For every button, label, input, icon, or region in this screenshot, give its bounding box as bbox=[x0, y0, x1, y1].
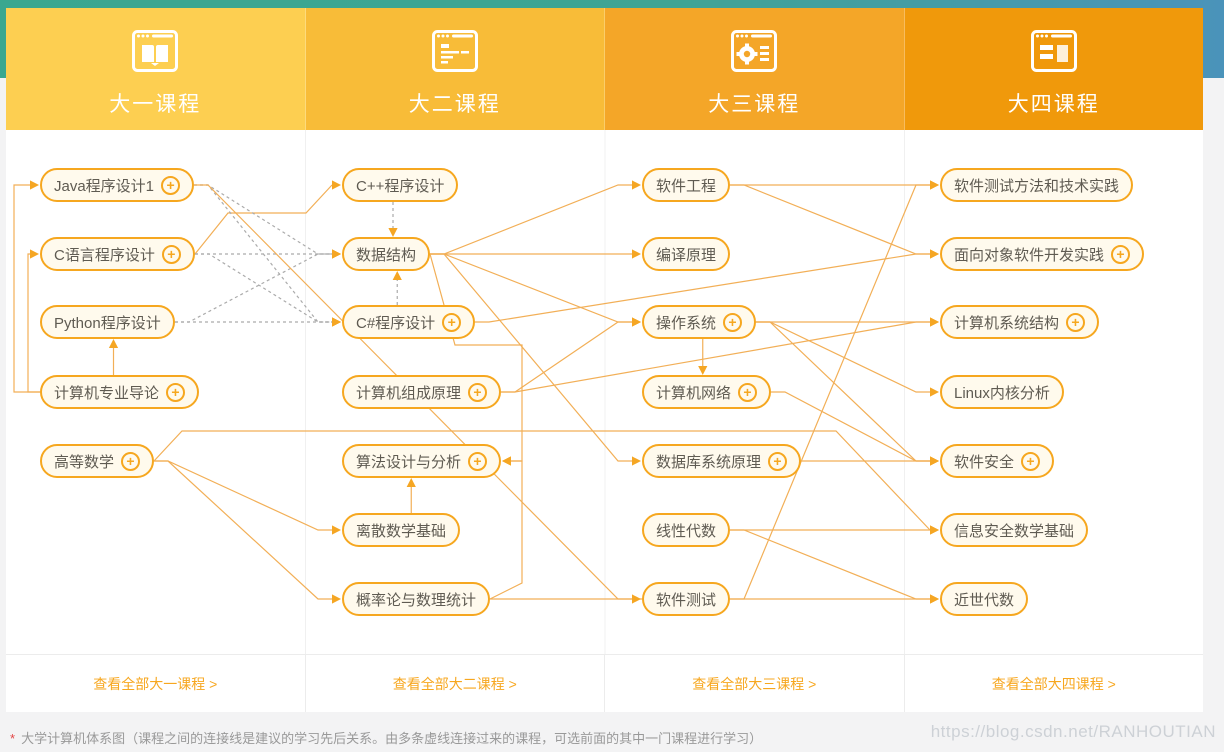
diagram-caption: * 大学计算机体系图（课程之间的连接线是建议的学习先后关系。由多条虚线连接过来的课… bbox=[10, 728, 762, 747]
plus-icon[interactable]: + bbox=[1066, 312, 1086, 332]
header-title: 大二课程 bbox=[408, 93, 501, 116]
course-node-compiler[interactable]: 编译原理 bbox=[642, 237, 731, 271]
plus-icon[interactable]: + bbox=[161, 244, 181, 264]
year-header-row: 大一课程 大二课程 大三课程 大四课程 bbox=[6, 8, 1203, 130]
course-node-discrete[interactable]: 离散数学基础 bbox=[342, 513, 461, 547]
course-label: 计算机网络 bbox=[656, 384, 732, 402]
course-node-database[interactable]: 数据库系统原理 + bbox=[642, 444, 802, 478]
course-label: C#程序设计 bbox=[356, 314, 436, 332]
plus-icon[interactable]: + bbox=[723, 312, 743, 332]
course-label: 高等数学 bbox=[54, 453, 115, 471]
course-node-oop-practice[interactable]: 面向对象软件开发实践 + bbox=[940, 237, 1145, 271]
course-node-cpp[interactable]: C++程序设计 bbox=[342, 168, 459, 202]
view-all-link-year-3[interactable]: 查看全部大三课程 > bbox=[692, 675, 817, 692]
course-node-comp-arch[interactable]: 计算机系统结构 + bbox=[940, 305, 1100, 339]
course-node-network[interactable]: 计算机网络 + bbox=[642, 375, 772, 409]
book-icon bbox=[132, 28, 179, 74]
view-all-link-year-2[interactable]: 查看全部大二课程 > bbox=[392, 675, 517, 692]
view-all-link-year-4[interactable]: 查看全部大四课程 > bbox=[991, 675, 1116, 692]
course-label: 算法设计与分析 bbox=[356, 453, 462, 471]
course-label: 信息安全数学基础 bbox=[954, 522, 1075, 540]
course-node-soft-test[interactable]: 软件测试 bbox=[642, 582, 731, 616]
course-node-prob-stats[interactable]: 概率论与数理统计 bbox=[342, 582, 491, 616]
course-node-algo[interactable]: 算法设计与分析 + bbox=[342, 444, 502, 478]
course-node-java1[interactable]: Java程序设计1 + bbox=[40, 168, 195, 202]
plus-icon[interactable]: + bbox=[166, 382, 186, 402]
course-label: 操作系统 bbox=[656, 314, 717, 332]
course-label: 编译原理 bbox=[656, 246, 717, 264]
header-tab-year-1[interactable]: 大一课程 bbox=[6, 8, 306, 130]
course-node-intro-cs[interactable]: 计算机专业导论 + bbox=[40, 375, 200, 409]
plus-icon[interactable]: + bbox=[442, 312, 462, 332]
course-label: Linux内核分析 bbox=[954, 384, 1050, 402]
course-node-modern-alg[interactable]: 近世代数 bbox=[940, 582, 1029, 616]
course-label: 软件安全 bbox=[954, 453, 1015, 471]
plus-icon[interactable]: + bbox=[121, 451, 141, 471]
gear-icon bbox=[731, 28, 778, 74]
course-node-adv-math[interactable]: 高等数学 + bbox=[40, 444, 155, 478]
document-icon bbox=[431, 28, 478, 74]
footer-cell-year-4: 查看全部大四课程 > bbox=[905, 655, 1204, 712]
plus-icon[interactable]: + bbox=[738, 382, 758, 402]
course-node-csharp[interactable]: C#程序设计 + bbox=[342, 305, 476, 339]
course-node-soft-sec[interactable]: 软件安全 + bbox=[940, 444, 1055, 478]
course-node-infosec-math[interactable]: 信息安全数学基础 bbox=[940, 513, 1089, 547]
course-label: 数据结构 bbox=[356, 246, 417, 264]
plus-icon[interactable]: + bbox=[768, 451, 788, 471]
course-node-soft-eng[interactable]: 软件工程 bbox=[642, 168, 731, 202]
caption-text: 大学计算机体系图（课程之间的连接线是建议的学习先后关系。由多条虚线连接过来的课程… bbox=[21, 731, 763, 746]
footer-cell-year-3: 查看全部大三课程 > bbox=[605, 655, 905, 712]
header-title: 大一课程 bbox=[109, 93, 202, 116]
course-node-c-lang[interactable]: C语言程序设计 + bbox=[40, 237, 195, 271]
header-tab-year-2[interactable]: 大二课程 bbox=[305, 8, 605, 130]
course-label: C++程序设计 bbox=[356, 177, 445, 195]
plus-icon[interactable]: + bbox=[161, 175, 181, 195]
course-label: 计算机组成原理 bbox=[356, 384, 462, 402]
course-node-data-struct[interactable]: 数据结构 bbox=[342, 237, 431, 271]
course-node-linux-kernel[interactable]: Linux内核分析 bbox=[940, 375, 1064, 409]
course-label: 面向对象软件开发实践 bbox=[954, 246, 1105, 264]
course-label: 数据库系统原理 bbox=[656, 453, 762, 471]
header-title: 大三课程 bbox=[708, 93, 801, 116]
footer-cell-year-2: 查看全部大二课程 > bbox=[306, 655, 605, 712]
course-node-python[interactable]: Python程序设计 bbox=[40, 305, 175, 339]
footer-cell-year-1: 查看全部大一课程 > bbox=[6, 655, 306, 712]
course-node-test-practice[interactable]: 软件测试方法和技术实践 bbox=[940, 168, 1134, 202]
course-node-os[interactable]: 操作系统 + bbox=[642, 305, 757, 339]
header-tab-year-4[interactable]: 大四课程 bbox=[904, 8, 1203, 130]
course-label: 软件工程 bbox=[656, 177, 717, 195]
course-node-comp-org[interactable]: 计算机组成原理 + bbox=[342, 375, 502, 409]
course-diagram: Java程序设计1+C语言程序设计+Python程序设计计算机专业导论+高等数学… bbox=[6, 130, 1203, 654]
course-label: 软件测试方法和技术实践 bbox=[954, 177, 1120, 195]
course-label: Java程序设计1 bbox=[54, 177, 155, 195]
view-all-link-year-1[interactable]: 查看全部大一课程 > bbox=[93, 675, 218, 692]
course-label: 计算机系统结构 bbox=[954, 314, 1060, 332]
course-label: 计算机专业导论 bbox=[54, 384, 160, 402]
view-all-footer-row: 查看全部大一课程 > 查看全部大二课程 > 查看全部大三课程 > 查看全部大四课程 > bbox=[6, 654, 1203, 712]
header-tab-year-3[interactable]: 大三课程 bbox=[605, 8, 905, 130]
plus-icon[interactable]: + bbox=[468, 451, 488, 471]
course-label: Python程序设计 bbox=[54, 314, 161, 332]
course-node-linear-alg[interactable]: 线性代数 bbox=[642, 513, 731, 547]
plus-icon[interactable]: + bbox=[1111, 244, 1131, 264]
header-title: 大四课程 bbox=[1007, 93, 1100, 116]
plus-icon[interactable]: + bbox=[468, 382, 488, 402]
curriculum-card: 大一课程 大二课程 大三课程 大四课程 Java程序设计1 + C语言程序设计 + Pytho… bbox=[6, 8, 1203, 712]
plus-icon[interactable]: + bbox=[1021, 451, 1041, 471]
course-label: 离散数学基础 bbox=[356, 522, 447, 540]
course-label: 概率论与数理统计 bbox=[356, 591, 477, 609]
course-label: 线性代数 bbox=[656, 522, 717, 540]
course-label: 近世代数 bbox=[954, 591, 1015, 609]
watermark-url: https://blog.csdn.net/RANHOUTIAN bbox=[930, 722, 1216, 741]
course-label: 软件测试 bbox=[656, 591, 717, 609]
layout-icon bbox=[1030, 28, 1077, 74]
course-label: C语言程序设计 bbox=[54, 246, 155, 264]
caption-star: * bbox=[10, 731, 16, 746]
